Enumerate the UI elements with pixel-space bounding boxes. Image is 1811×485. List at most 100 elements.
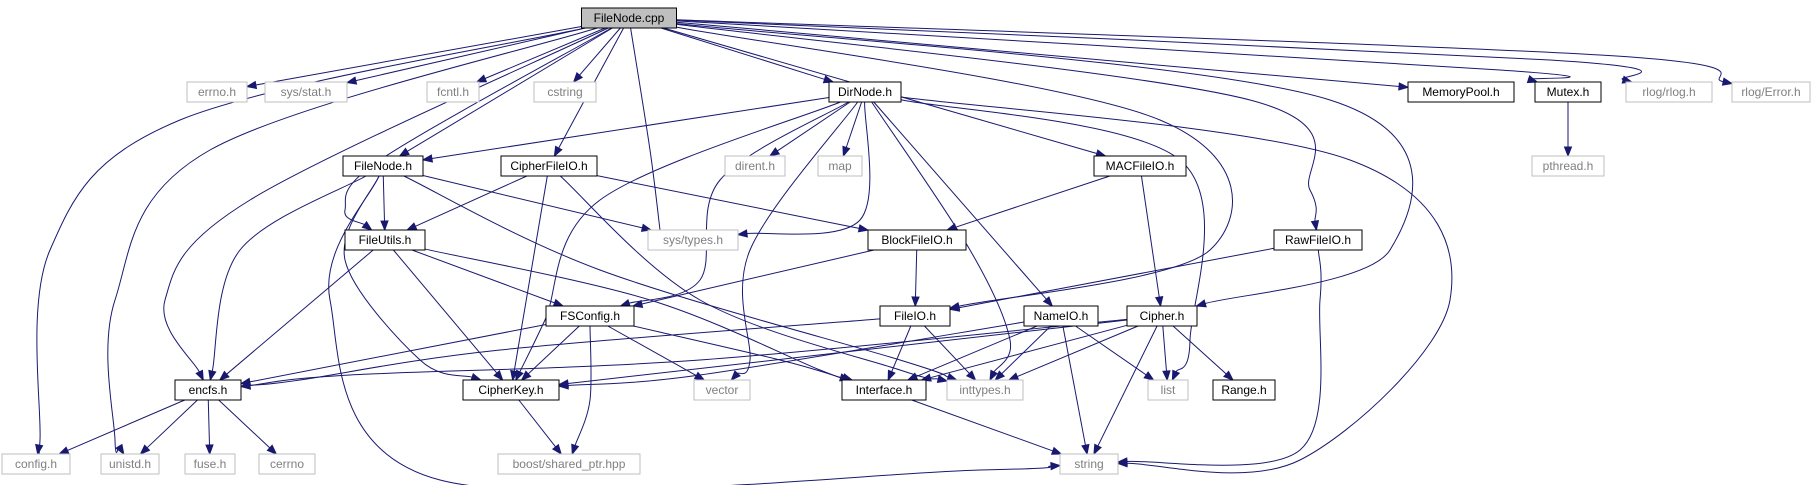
- edge-filenode_cpp-to-mutex_h: [676, 20, 1571, 84]
- edge-dirnode_h-to-vector: [730, 101, 859, 382]
- node-label: CipherFileIO.h: [510, 159, 587, 173]
- arrowhead-icon: [1162, 370, 1171, 382]
- arrowhead-icon: [571, 443, 580, 456]
- edge-filenode_cpp-to-errno_h: [245, 26, 582, 90]
- arrowhead-icon: [266, 444, 278, 455]
- arrowhead-icon: [730, 370, 741, 382]
- edge-line: [1126, 249, 1322, 466]
- node-fuse-h: fuse.h: [184, 453, 236, 475]
- node-box: [817, 155, 863, 177]
- edge-encfs_h-to-fuse_h: [205, 399, 214, 456]
- edge-line: [249, 318, 1128, 387]
- node-memorypool-h[interactable]: MemoryPool.h: [1407, 81, 1515, 103]
- arrowhead-icon: [493, 370, 504, 382]
- edge-line: [607, 325, 697, 377]
- node-box: [1093, 155, 1187, 177]
- node-fileutils-h[interactable]: FileUtils.h: [344, 229, 426, 251]
- edge-line: [924, 325, 970, 374]
- edge-dirnode_h-to-map: [842, 101, 863, 158]
- edge-line: [930, 324, 1128, 379]
- node-box: [500, 155, 598, 177]
- node-filenode-h[interactable]: FileNode.h: [342, 155, 424, 177]
- node-label: boost/shared_ptr.hpp: [513, 457, 626, 471]
- node-label: list: [1161, 383, 1176, 397]
- arrowhead-icon: [572, 72, 584, 84]
- edge-line: [958, 247, 1275, 309]
- edge-dirnode_h-to-sys_types_h: [736, 101, 871, 238]
- node-rawfileio-h[interactable]: RawFileIO.h: [1273, 229, 1363, 251]
- node-box: [462, 379, 560, 401]
- node-filenode-cpp[interactable]: FileNode.cpp: [581, 7, 677, 29]
- arrowhead-icon: [946, 372, 958, 381]
- edge-line: [163, 27, 609, 373]
- edge-line: [393, 249, 498, 374]
- node-macfileio-h[interactable]: MACFileIO.h: [1093, 155, 1187, 177]
- edge-filenode_cpp-to-sys_types_h: [630, 27, 662, 237]
- node-label: MACFileIO.h: [1106, 159, 1175, 173]
- edge-line: [676, 20, 1571, 80]
- arrowhead-icon: [405, 222, 418, 231]
- edge-line: [207, 399, 210, 446]
- edge-dirnode_h-to-nameio_h: [873, 101, 1054, 308]
- edge-line: [519, 101, 841, 373]
- edge-line: [676, 23, 1414, 304]
- edge-line: [36, 27, 586, 457]
- arrowhead-icon: [557, 379, 569, 388]
- node-box: [867, 229, 967, 251]
- arrowhead-icon: [736, 229, 748, 238]
- edge-mutex_h-to-pthread_h: [1563, 102, 1573, 158]
- edge-cipher_h-to-string: [1093, 325, 1158, 456]
- node-cipher-h[interactable]: Cipher.h: [1126, 305, 1198, 327]
- arrowhead-icon: [510, 369, 519, 382]
- node-fsconfig-h[interactable]: FSConfig.h: [545, 305, 635, 327]
- node-box: [1731, 81, 1811, 103]
- arrowhead-icon: [515, 369, 524, 382]
- node-nameio-h[interactable]: NameIO.h: [1023, 305, 1099, 327]
- node-box: [581, 7, 677, 29]
- node-box: [693, 379, 751, 401]
- arrowhead-icon: [948, 303, 961, 312]
- arrowhead-icon: [1171, 369, 1181, 382]
- edge-cipher_h-to-cipherkey_h: [557, 319, 1128, 388]
- arrowhead-icon: [1398, 82, 1410, 91]
- arrowhead-icon: [1195, 299, 1207, 308]
- edge-line: [1062, 325, 1086, 446]
- node-mutex-h[interactable]: Mutex.h: [1534, 81, 1602, 103]
- edge-nameio_h-to-list: [1075, 325, 1155, 381]
- edge-line: [355, 27, 586, 82]
- node-encfs-h[interactable]: encfs.h: [174, 379, 242, 401]
- node-box: [264, 81, 348, 103]
- node-cipherfileio-h[interactable]: CipherFileIO.h: [500, 155, 598, 177]
- edge-line: [415, 175, 528, 227]
- edge-line: [211, 175, 367, 372]
- arrowhead-icon: [842, 145, 851, 158]
- arrowhead-icon: [989, 369, 999, 382]
- edge-line: [567, 319, 1128, 385]
- node-fileio-h[interactable]: FileIO.h: [879, 305, 951, 327]
- arrowhead-icon: [245, 80, 258, 90]
- edge-cipher_h-to-range_h: [1172, 325, 1234, 381]
- arrowhead-icon: [195, 369, 204, 382]
- edge-line: [676, 26, 1233, 307]
- node-cipherkey-h[interactable]: CipherKey.h: [462, 379, 560, 401]
- edge-line: [676, 23, 1317, 222]
- edge-line: [382, 175, 385, 222]
- node-range-h[interactable]: Range.h: [1212, 379, 1276, 401]
- edge-line: [579, 27, 621, 76]
- arrowhead-icon: [218, 370, 230, 381]
- node-blockfileio-h[interactable]: BlockFileIO.h: [867, 229, 967, 251]
- node-box: [342, 155, 424, 177]
- node-unistd-h: unistd.h: [100, 453, 160, 475]
- node-string: string: [1059, 453, 1119, 475]
- node-label: MemoryPool.h: [1422, 85, 1499, 99]
- edge-line: [1075, 325, 1147, 376]
- node-interface-h[interactable]: Interface.h: [841, 379, 927, 401]
- arrowhead-icon: [1042, 296, 1054, 308]
- node-box: [426, 81, 480, 103]
- edge-line: [900, 99, 1206, 373]
- node-label: FileNode.h: [354, 159, 412, 173]
- node-rlog-rlog-h: rlog/rlog.h: [1625, 81, 1713, 103]
- node-label: pthread.h: [1543, 159, 1594, 173]
- node-dirnode-h[interactable]: DirNode.h: [828, 81, 902, 103]
- node-label: string: [1074, 457, 1103, 471]
